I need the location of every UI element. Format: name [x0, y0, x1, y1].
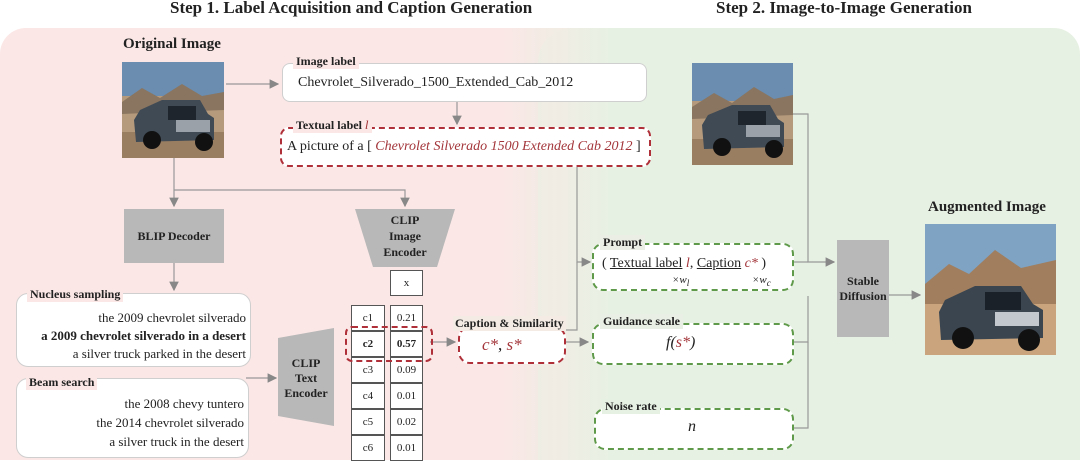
textual-label-value: Chevrolet Silverado 1500 Extended Cab 20… [375, 139, 633, 154]
step2-source-image [692, 63, 793, 165]
caption-cell: c4 [351, 383, 385, 409]
blip-decoder-block: BLIP Decoder [124, 209, 224, 263]
caption-cell: c6 [351, 435, 385, 461]
clip-text-encoder-label: CLIP Text Encoder [284, 356, 328, 400]
original-image [122, 62, 224, 158]
prompt-title: Prompt [600, 235, 646, 250]
nucleus-caption-1: the 2009 chevrolet silverado [98, 310, 246, 325]
score-cell: 0.02 [390, 409, 423, 435]
augmented-image-heading: Augmented Image [928, 199, 1046, 215]
score-cell: 0.01 [390, 435, 423, 461]
caption-similarity-box: c*, s* [458, 326, 566, 364]
score-cell: 0.01 [390, 383, 423, 409]
caption-cell: c5 [351, 409, 385, 435]
textual-label-box: A picture of a [ Chevrolet Silverado 150… [280, 127, 651, 167]
caption-similarity-title: Caption & Similarity [453, 316, 566, 331]
guidance-scale-title: Guidance scale [600, 314, 683, 329]
guidance-expression: f(s*) [666, 334, 696, 351]
nucleus-sampling-title: Nucleus sampling [27, 287, 124, 302]
textual-label-title: Textual label l [293, 117, 372, 133]
prompt-caption-symbol: c* [744, 256, 758, 271]
caption-cell: c2 [351, 331, 385, 357]
noise-rate-box: n [594, 408, 794, 450]
original-image-heading: Original Image [123, 36, 221, 52]
nucleus-sampling-box: the 2009 chevrolet silverado a 2009 chev… [16, 293, 251, 367]
best-caption-symbol: c* [482, 335, 499, 354]
best-caption-highlight [345, 326, 433, 362]
textual-label-suffix: ] [636, 139, 641, 154]
best-similarity-symbol: s* [506, 335, 522, 354]
beam-caption-1: the 2008 chevy tuntero [124, 396, 245, 411]
beam-search-title: Beam search [26, 375, 98, 390]
clip-text-encoder-shape [278, 328, 334, 426]
image-label-title: Image label [293, 54, 359, 69]
textual-label-prefix: A picture of a [ [287, 139, 372, 154]
clip-image-encoder-shape [355, 209, 455, 267]
beam-search-box: the 2008 chevy tuntero the 2014 chevrole… [16, 378, 249, 458]
beam-caption-3: a silver truck in the desert [109, 434, 244, 449]
image-label-box: Chevrolet_Silverado_1500_Extended_Cab_20… [282, 63, 647, 102]
augmented-image [925, 224, 1056, 355]
nucleus-caption-2: a 2009 chevrolet silverado in a desert [41, 328, 246, 343]
beam-caption-2: the 2014 chevrolet silverado [96, 415, 244, 430]
prompt-caption: Caption [696, 256, 742, 271]
prompt-weight-caption: ×wc [752, 274, 771, 289]
nucleus-caption-3: a silver truck parked in the desert [72, 346, 246, 361]
step2-title: Step 2. Image-to-Image Generation [716, 0, 972, 17]
noise-rate-value: n [688, 418, 696, 435]
guidance-scale-box: f(s*) [592, 323, 794, 365]
prompt-box: ( Textual label l, Caption c* ) ×wl ×wc [592, 243, 794, 291]
prompt-textual-label: Textual label [609, 256, 683, 271]
noise-rate-title: Noise rate [602, 399, 660, 414]
image-label-value: Chevrolet_Silverado_1500_Extended_Cab_20… [298, 75, 574, 90]
score-cell: 0.57 [390, 331, 423, 357]
textual-label-symbol: l [364, 117, 369, 132]
prompt-label-symbol: l [685, 256, 690, 271]
clip-image-encoder-label: CLIP Image Encoder [383, 213, 427, 259]
prompt-weight-label: ×wl [672, 274, 690, 289]
step1-title: Step 1. Label Acquisition and Caption Ge… [170, 0, 533, 17]
image-embedding-cell: x [390, 270, 423, 296]
